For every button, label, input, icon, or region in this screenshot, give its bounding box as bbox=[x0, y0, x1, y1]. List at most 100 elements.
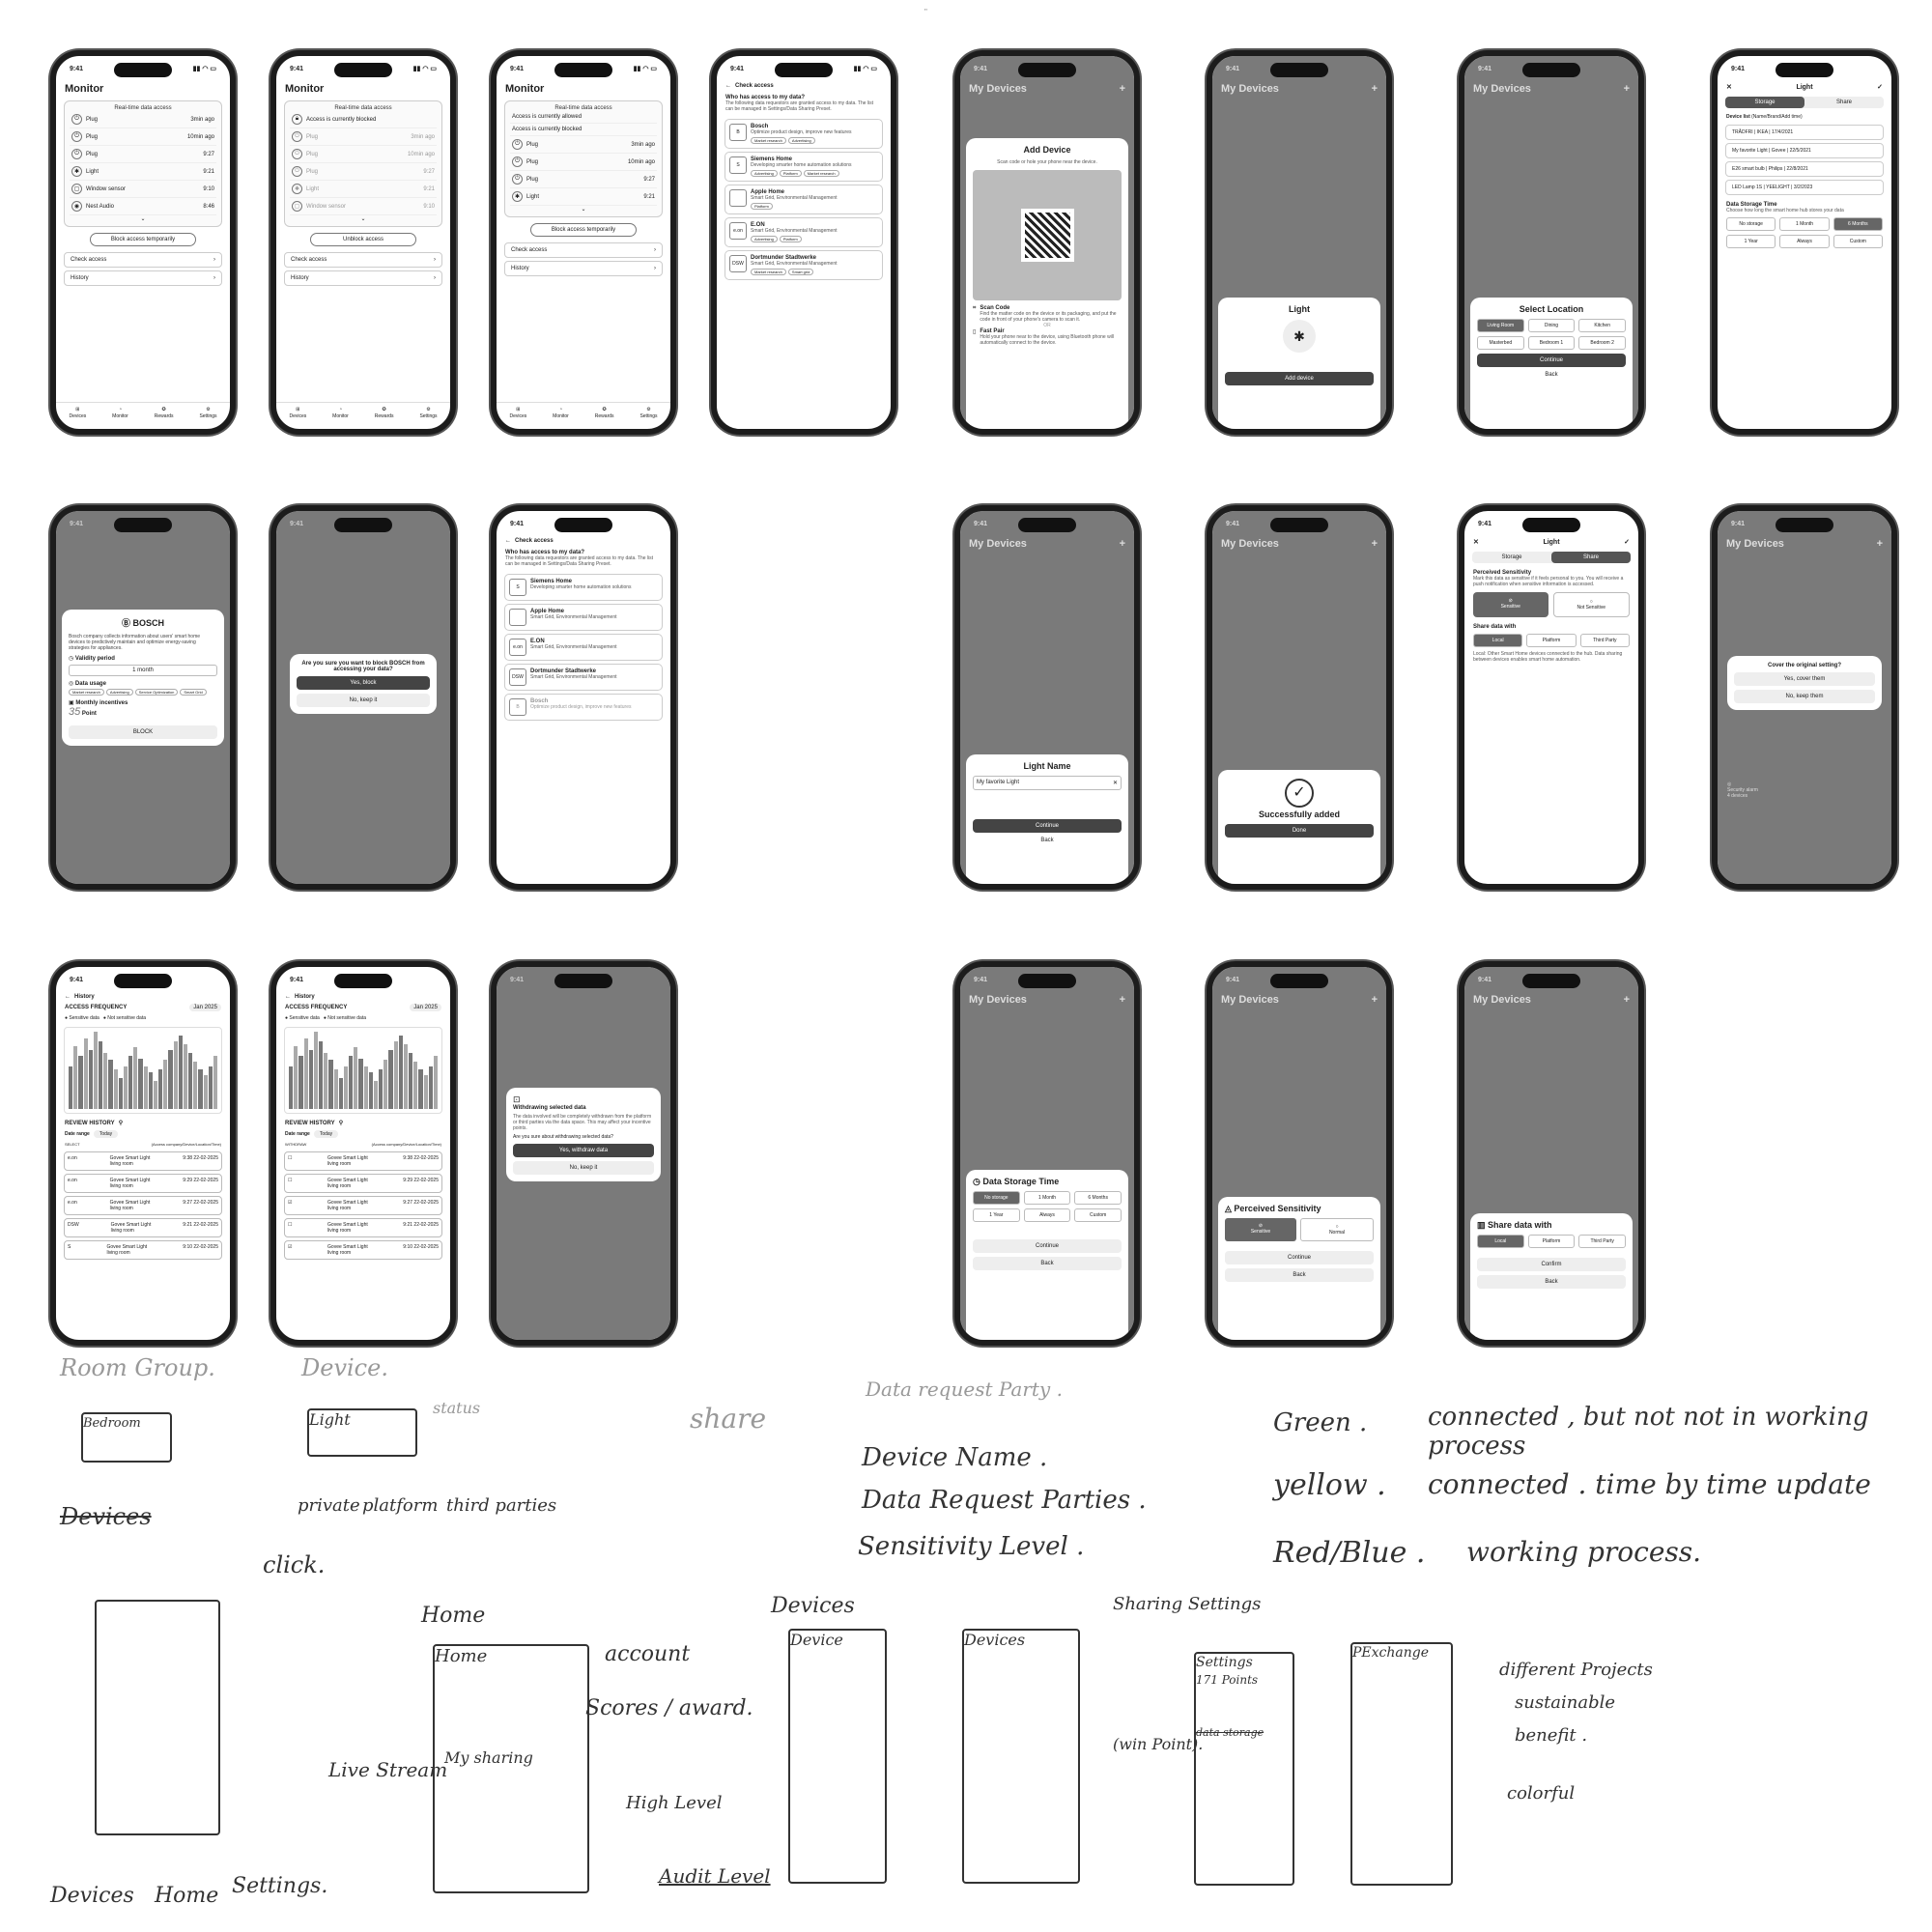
storage-option[interactable]: 1 Year bbox=[973, 1208, 1020, 1222]
done-button[interactable]: Done bbox=[1225, 824, 1374, 838]
month-select[interactable]: Jan 2025 bbox=[410, 1004, 441, 1011]
withdraw-label[interactable]: WITHDRAW bbox=[285, 1142, 307, 1147]
plus-icon[interactable]: + bbox=[1623, 83, 1630, 95]
chevron-down-icon[interactable]: ⌄ bbox=[581, 207, 586, 213]
search-icon[interactable]: ⚲ bbox=[118, 1121, 124, 1126]
plus-icon[interactable]: + bbox=[1371, 83, 1378, 95]
checkbox[interactable]: ☑ bbox=[288, 1200, 293, 1206]
location-option[interactable]: Dining bbox=[1527, 319, 1576, 332]
share-option[interactable]: Platform bbox=[1526, 634, 1577, 647]
month-select[interactable]: Jan 2025 bbox=[189, 1004, 221, 1011]
tab-devices[interactable]: ⊞Devices bbox=[509, 407, 526, 419]
tab-monitor[interactable]: ◔Monitor bbox=[553, 407, 569, 419]
check-access-link[interactable]: Check access› bbox=[504, 242, 663, 258]
share-option[interactable]: Local bbox=[1473, 634, 1523, 647]
normal-option[interactable]: ○Normal bbox=[1300, 1218, 1374, 1241]
plus-icon[interactable]: + bbox=[1371, 538, 1378, 550]
withdraw-yes-button[interactable]: Yes, withdraw data bbox=[513, 1144, 654, 1157]
storage-option[interactable]: 1 Year bbox=[1726, 235, 1776, 248]
continue-button[interactable]: Continue bbox=[973, 819, 1122, 833]
tab-rewards[interactable]: ✪Rewards bbox=[375, 407, 394, 419]
chevron-down-icon[interactable]: ⌄ bbox=[360, 216, 366, 222]
clear-icon[interactable]: ✕ bbox=[1112, 781, 1118, 786]
not-sensitive-option[interactable]: ○Not Sensitive bbox=[1552, 592, 1630, 617]
storage-option[interactable]: 6 Months bbox=[1833, 217, 1883, 231]
location-option[interactable]: Kitchen bbox=[1578, 319, 1626, 332]
checkbox[interactable]: ☐ bbox=[288, 1155, 293, 1161]
storage-option[interactable]: Always bbox=[1779, 235, 1830, 248]
tab-monitor[interactable]: ◔Monitor bbox=[112, 407, 128, 419]
chevron-down-icon[interactable]: ⌄ bbox=[140, 216, 146, 222]
plus-icon[interactable]: + bbox=[1371, 994, 1378, 1006]
storage-option[interactable]: Always bbox=[1023, 1208, 1071, 1222]
plus-icon[interactable]: + bbox=[1119, 538, 1125, 550]
close-icon[interactable]: ✕ bbox=[1726, 84, 1732, 91]
device-list-item[interactable]: TRÅDFRI | IKEA | 17/4/2021 bbox=[1725, 125, 1884, 140]
back-button[interactable]: Back bbox=[1477, 1275, 1626, 1289]
tab-share[interactable]: Share bbox=[1835, 99, 1852, 105]
storage-option[interactable]: Custom bbox=[1833, 235, 1883, 248]
tab-rewards[interactable]: ✪Rewards bbox=[155, 407, 174, 419]
back-arrow-icon[interactable]: ← bbox=[505, 538, 511, 544]
block-button[interactable]: BLOCK bbox=[69, 725, 217, 739]
checkbox[interactable]: ☑ bbox=[288, 1244, 293, 1250]
block-access-button[interactable]: Block access temporarily bbox=[530, 223, 637, 237]
tab-share[interactable]: Share bbox=[1551, 552, 1631, 563]
sensitive-option[interactable]: ⊘Sensitive bbox=[1225, 1218, 1296, 1241]
location-option[interactable]: Masterbed bbox=[1477, 336, 1524, 350]
tab-settings[interactable]: ⚙Settings bbox=[639, 407, 657, 419]
checkbox[interactable]: ☐ bbox=[288, 1178, 293, 1183]
yes-block-button[interactable]: Yes, block bbox=[297, 676, 430, 690]
tab-devices[interactable]: ⊞Devices bbox=[69, 407, 86, 419]
back-button[interactable]: Back bbox=[1545, 372, 1558, 378]
storage-option[interactable]: 6 Months bbox=[1074, 1191, 1122, 1205]
history-link[interactable]: History› bbox=[284, 270, 442, 286]
plus-icon[interactable]: + bbox=[1119, 83, 1125, 95]
location-option[interactable]: Bedroom 2 bbox=[1578, 336, 1626, 350]
location-option[interactable]: Living Room bbox=[1477, 319, 1524, 332]
location-option[interactable]: Bedroom 1 bbox=[1527, 336, 1576, 350]
tab-monitor[interactable]: ◔Monitor bbox=[332, 407, 349, 419]
storage-option[interactable]: 1 Month bbox=[1779, 217, 1830, 231]
date-range-select[interactable]: Today bbox=[313, 1130, 339, 1138]
device-list-item[interactable]: E26 smart bulb | Philips | 22/8/2021 bbox=[1725, 161, 1884, 177]
select-label[interactable]: SELECT bbox=[65, 1142, 80, 1147]
back-button[interactable]: Back bbox=[973, 1257, 1122, 1270]
continue-button[interactable]: Continue bbox=[1225, 1251, 1374, 1264]
share-option[interactable]: Third Party bbox=[1579, 634, 1630, 647]
light-name-input[interactable]: My favorite Light✕ bbox=[973, 776, 1122, 790]
continue-button[interactable]: Continue bbox=[1477, 354, 1626, 367]
tab-settings[interactable]: ⚙Settings bbox=[199, 407, 216, 419]
back-arrow-icon[interactable]: ← bbox=[285, 994, 291, 1000]
continue-button[interactable]: Continue bbox=[973, 1239, 1122, 1253]
tab-storage[interactable]: Storage bbox=[1725, 97, 1804, 108]
tab-storage[interactable]: Storage bbox=[1501, 554, 1522, 560]
back-button[interactable]: Back bbox=[1225, 1268, 1374, 1282]
